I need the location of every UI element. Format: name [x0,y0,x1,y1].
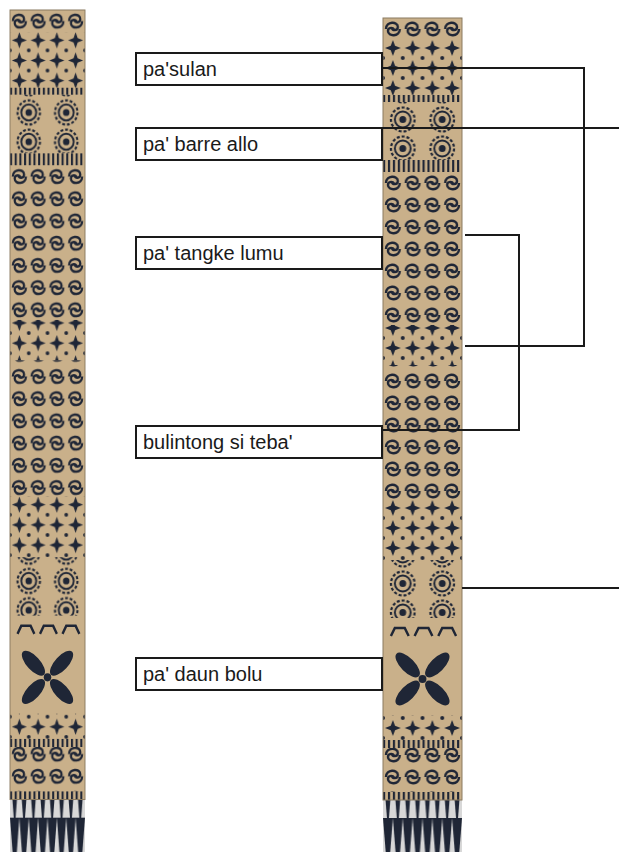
textile-left [10,10,85,852]
leader-lines [383,68,619,588]
bracket-line [383,68,584,346]
motif-name: pa'sulan [137,58,223,80]
leader-line [383,127,619,129]
label-box: pa' barre allo [135,127,383,161]
motif-name: pa' tangke lumu [137,242,290,264]
label-box: bulintong si teba' [135,425,383,459]
textile-right [383,18,462,852]
label-box: pa'sulan [135,52,383,86]
motif-name: pa' daun bolu [137,663,268,685]
motif-name: bulintong si teba' [137,431,298,453]
bracket-line [383,235,519,430]
label-box: pa' daun bolu [135,657,383,691]
leader-line [462,587,619,589]
motif-name: pa' barre allo [137,133,264,155]
label-box: pa' tangke lumu [135,236,383,270]
